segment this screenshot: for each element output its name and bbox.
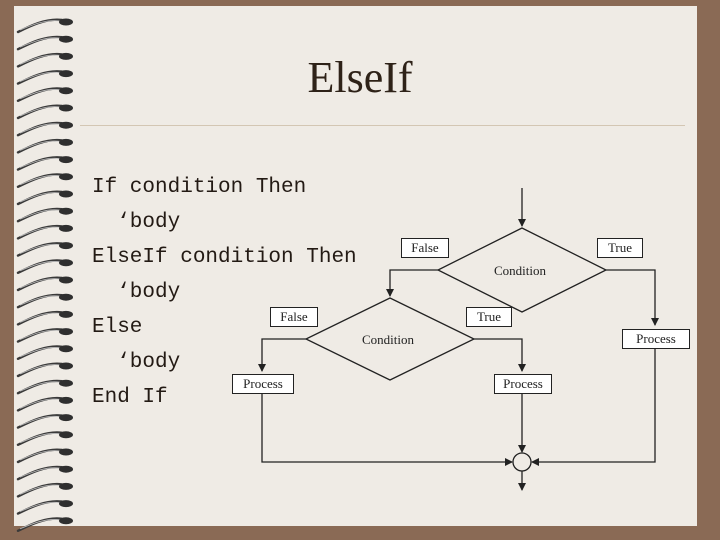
code-line-6: ‘body xyxy=(92,351,181,374)
outer-condition-label: Condition xyxy=(494,263,547,278)
outer-true-tag: True xyxy=(597,238,643,258)
code-line-2: ‘body xyxy=(92,211,181,234)
outer-true-connector xyxy=(606,269,659,326)
spiral-coil xyxy=(16,138,73,154)
spiral-coil xyxy=(16,70,73,85)
spiral-coil xyxy=(16,396,73,412)
spiral-coil xyxy=(16,35,73,51)
spiral-coil xyxy=(16,431,73,446)
spiral-coil xyxy=(16,190,73,206)
process-middle-box: Process xyxy=(494,374,552,394)
inner-false-connector xyxy=(258,338,306,372)
right-merge-connector xyxy=(531,348,656,466)
spiral-coil xyxy=(16,242,73,257)
spiral-coil xyxy=(16,345,73,360)
merge-junction xyxy=(512,452,532,472)
spiral-coil xyxy=(16,207,73,223)
spiral-coil xyxy=(16,224,73,240)
spiral-coil xyxy=(16,259,73,274)
left-merge-connector xyxy=(261,393,513,466)
spiral-coil xyxy=(16,293,73,309)
spiral-coil xyxy=(16,18,73,34)
outer-false-tag: False xyxy=(401,238,449,258)
inner-false-tag: False xyxy=(270,307,318,327)
code-line-7: End If xyxy=(92,386,168,409)
spiral-coil xyxy=(16,276,73,292)
spiral-coil xyxy=(16,121,73,137)
inner-condition-diamond xyxy=(304,297,476,381)
inner-true-tag: True xyxy=(466,307,512,327)
spiral-coil xyxy=(16,52,73,68)
code-line-1: If condition Then xyxy=(92,176,307,199)
title-divider xyxy=(80,125,685,126)
spiral-coil xyxy=(16,482,73,498)
inner-condition-label: Condition xyxy=(362,332,415,347)
inner-true-connector xyxy=(474,338,526,372)
spiral-coil xyxy=(16,517,73,532)
code-line-5: Else xyxy=(92,316,143,339)
spiral-coil xyxy=(16,328,73,343)
process-left-box: Process xyxy=(232,374,294,394)
code-line-3: ElseIf condition Then xyxy=(92,246,357,269)
spiral-coil xyxy=(16,87,73,102)
spiral-coil xyxy=(16,104,73,120)
outer-false-connector xyxy=(386,269,438,297)
spiral-coil xyxy=(16,414,73,429)
code-line-4: ‘body xyxy=(92,281,181,304)
spiral-coil xyxy=(16,362,73,378)
spiral-coil xyxy=(16,173,73,188)
spiral-binding xyxy=(16,18,73,532)
spiral-coil xyxy=(16,465,73,481)
spiral-coil xyxy=(16,156,73,171)
spiral-coil xyxy=(16,500,73,515)
slide-title: ElseIf xyxy=(307,53,413,102)
spiral-coil xyxy=(16,310,73,326)
spiral-coil xyxy=(16,448,73,464)
process-right-box: Process xyxy=(622,329,690,349)
spiral-coil xyxy=(16,379,73,395)
outer-condition-diamond xyxy=(436,227,608,313)
